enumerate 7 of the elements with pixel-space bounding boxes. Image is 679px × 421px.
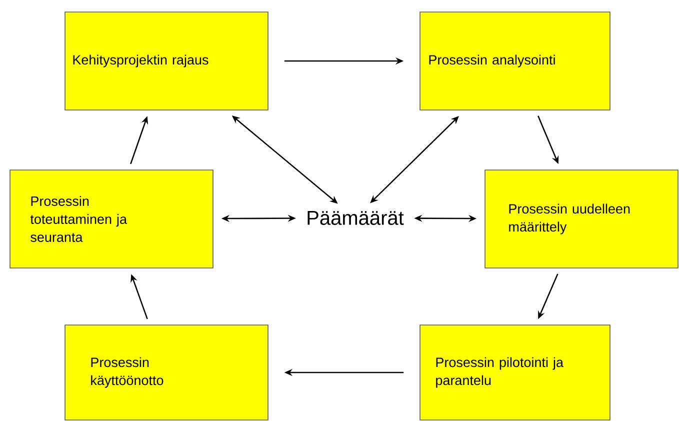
process-box: Prosessin analysointi: [420, 12, 610, 110]
process-box: Prosessin uudelleen määrittely: [484, 170, 678, 268]
goal-text: Päämäärät: [308, 211, 404, 225]
process-box: Prosessin pilotointi ja parantelu: [420, 324, 610, 420]
process-box: Kehitysprojektin rajaus: [64, 12, 268, 110]
process-box: Prosessin käyttöönotto: [64, 324, 268, 420]
process-box: Prosessin toteuttaminen ja seuranta: [10, 170, 214, 268]
